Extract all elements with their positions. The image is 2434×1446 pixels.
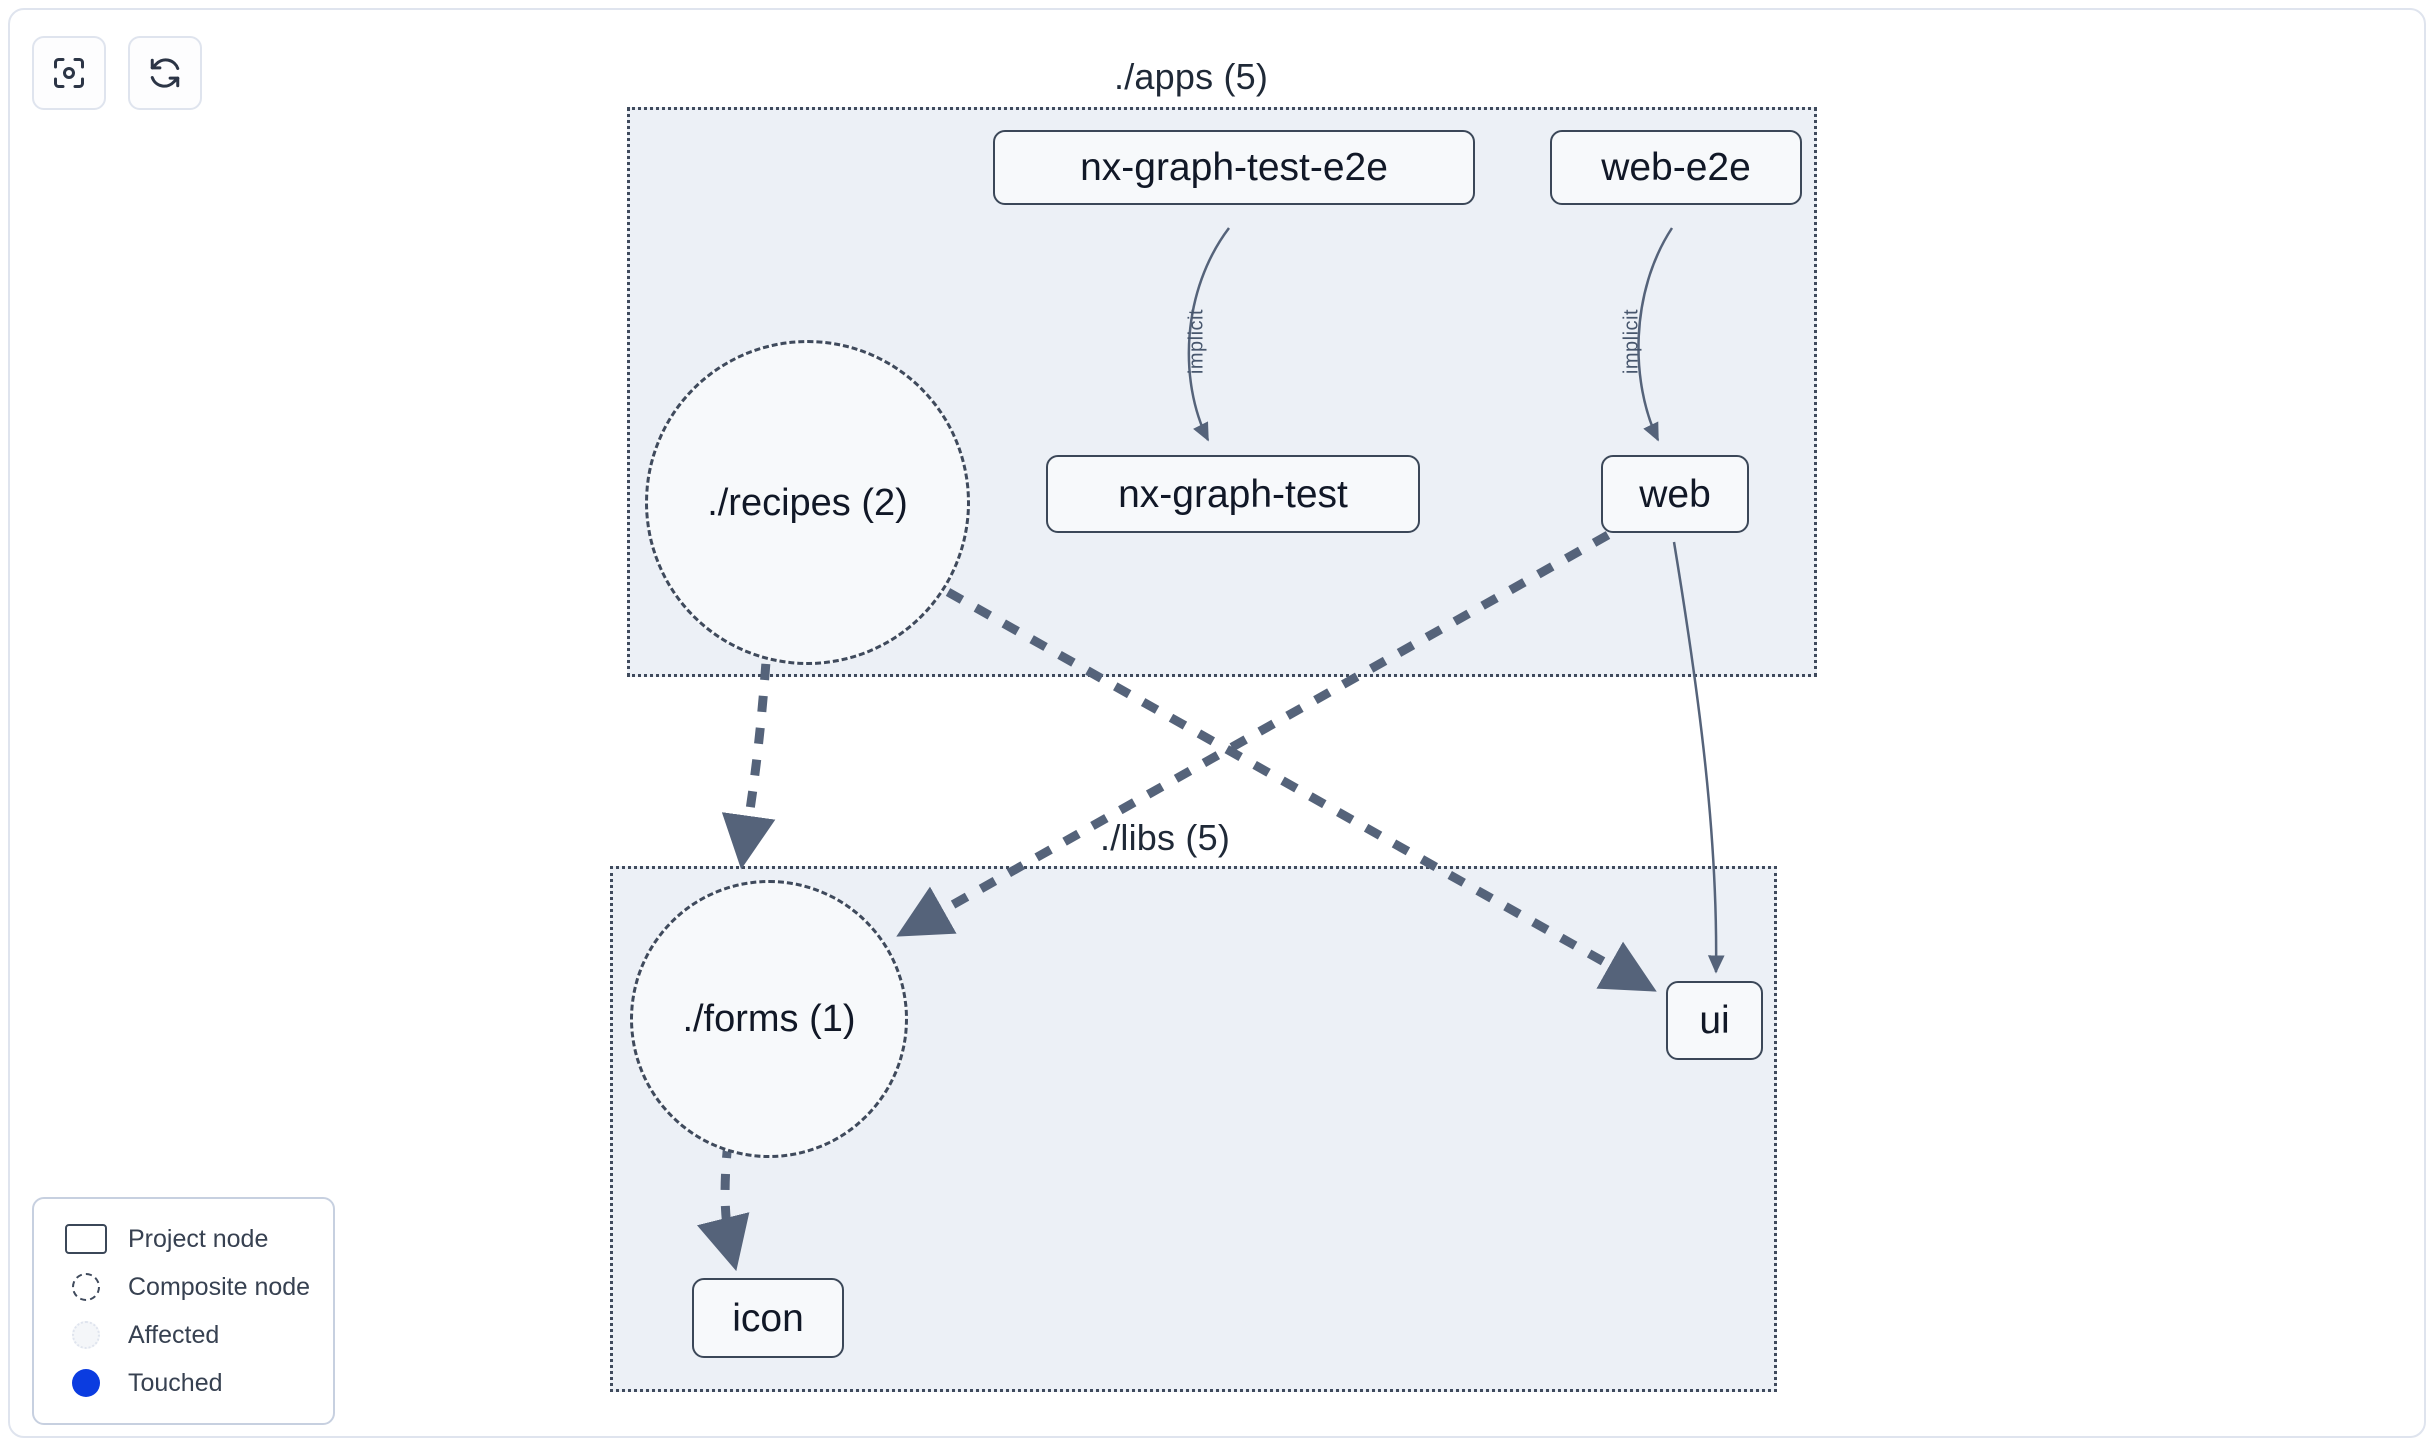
edge-label-implicit-web: implicit (1620, 308, 1643, 375)
composite-node-recipes[interactable]: ./recipes (2) (645, 340, 970, 665)
legend-label: Affected (128, 1320, 220, 1349)
refresh-graph-button[interactable] (128, 36, 202, 110)
graph-toolbar (32, 36, 202, 110)
project-node-web-e2e[interactable]: web-e2e (1550, 130, 1802, 205)
project-node-label: ui (1699, 999, 1730, 1042)
group-label-apps: ./apps (5) (1114, 56, 1269, 97)
project-node-label: nx-graph-test (1118, 472, 1348, 516)
legend-label: Composite node (128, 1272, 311, 1301)
legend-item-affected: Affected (64, 1311, 315, 1359)
affected-swatch (64, 1320, 108, 1350)
project-node-swatch (64, 1224, 108, 1254)
edge-label-implicit-nx-graph-test: implicit (1185, 308, 1208, 375)
legend-item-composite-node: Composite node (64, 1263, 315, 1311)
composite-node-label: ./recipes (2) (707, 481, 908, 524)
legend-label: Project node (128, 1224, 269, 1253)
legend-item-project-node: Project node (64, 1215, 315, 1263)
touched-swatch (64, 1368, 108, 1398)
composite-node-label: ./forms (1) (682, 998, 856, 1040)
focus-target-icon (51, 55, 87, 91)
project-node-label: web (1639, 472, 1711, 516)
focus-graph-button[interactable] (32, 36, 106, 110)
project-node-web[interactable]: web (1601, 455, 1749, 533)
composite-node-forms[interactable]: ./forms (1) (630, 880, 908, 1158)
project-node-nx-graph-test[interactable]: nx-graph-test (1046, 455, 1420, 533)
composite-node-swatch (64, 1272, 108, 1302)
project-node-label: web-e2e (1601, 146, 1751, 189)
project-node-nx-graph-test-e2e[interactable]: nx-graph-test-e2e (993, 130, 1475, 205)
graph-legend: Project node Composite node Affected Tou… (32, 1197, 335, 1425)
project-node-label: nx-graph-test-e2e (1080, 146, 1388, 189)
project-node-icon[interactable]: icon (692, 1278, 844, 1358)
project-node-label: icon (732, 1296, 804, 1340)
refresh-icon (147, 55, 183, 91)
project-node-ui[interactable]: ui (1666, 981, 1763, 1060)
legend-label: Touched (128, 1368, 223, 1397)
legend-item-touched: Touched (64, 1359, 315, 1407)
group-label-libs: ./libs (5) (1100, 817, 1231, 858)
